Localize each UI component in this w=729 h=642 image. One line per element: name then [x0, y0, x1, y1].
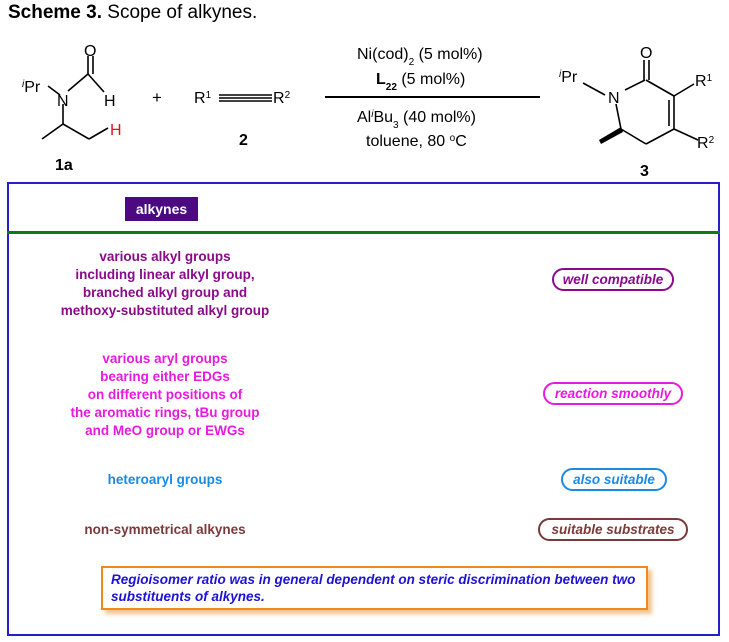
scope-row-heteroaryl: heteroaryl groups	[40, 471, 290, 489]
plus-sign: +	[152, 88, 162, 107]
scope-row-line: branched alkyl group and	[82, 285, 248, 300]
product-label: 3	[640, 163, 649, 180]
scheme-caption: Scope of alkynes.	[102, 2, 258, 23]
bond	[620, 128, 647, 145]
scope-row-line: bearing either EDGs	[100, 369, 230, 384]
scope-row-line: the aromatic rings, tBu group	[70, 405, 260, 420]
reactant2-label: 2	[239, 132, 248, 149]
condition-lewis-acid: AliBu3 (40 mol%)	[357, 109, 476, 131]
bond	[47, 85, 61, 96]
nitrogen-atom: N	[57, 93, 69, 110]
scope-table	[7, 182, 720, 636]
product-ipr-group: iPr	[559, 69, 578, 87]
scope-row-line: heteroaryl groups	[107, 472, 223, 487]
oxygen-atom: O	[84, 43, 96, 60]
bond	[615, 103, 622, 130]
scope-row-nonsymmetrical: non-symmetrical alkynes	[40, 521, 290, 539]
condition-catalyst: Ni(cod)2 (5 mol%)	[357, 46, 483, 68]
table-divider	[7, 231, 720, 234]
scope-row-line: including linear alkyl group,	[75, 267, 255, 282]
bond	[62, 123, 90, 140]
product-oxygen-atom: O	[640, 45, 652, 62]
highlighted-hydrogen: H	[110, 122, 122, 139]
wedge-bond	[599, 127, 623, 144]
condition-ligand: L22 (5 mol%)	[376, 71, 465, 93]
scheme-number: Scheme 3.	[8, 2, 102, 23]
bond	[582, 82, 606, 96]
alkynes-header-badge: alkynes	[125, 197, 198, 221]
bond	[67, 73, 89, 92]
scope-row-line: various alkyl groups	[99, 249, 231, 264]
r1-group: R1	[194, 90, 212, 108]
product-r1-group: R1	[695, 73, 713, 91]
bond	[673, 128, 699, 141]
scope-row-line: various aryl groups	[102, 351, 228, 366]
result-also-suitable: also suitable	[561, 468, 667, 491]
result-reaction-smoothly: reaction smoothly	[543, 382, 683, 405]
r2-group: R2	[273, 90, 291, 108]
scope-row-line: and MeO group or EWGs	[85, 423, 245, 438]
product-nitrogen-atom: N	[608, 90, 620, 107]
bond	[645, 128, 675, 145]
bond	[88, 127, 109, 140]
result-suitable-substrates: suitable substrates	[538, 518, 688, 541]
scope-row-line: on different positions of	[87, 387, 243, 402]
formyl-hydrogen: H	[104, 93, 116, 110]
bond	[41, 123, 64, 140]
scope-row-line: methoxy-substituted alkyl group	[60, 303, 270, 318]
regioisomer-note: Regioisomer ratio was in general depende…	[101, 566, 648, 610]
condition-solvent: toluene, 80 oC	[366, 133, 467, 151]
scheme-title: Scheme 3. Scope of alkynes.	[8, 2, 257, 24]
bond	[673, 83, 695, 97]
bond	[87, 73, 105, 93]
reactant1-label: 1a	[55, 157, 73, 174]
product-r2-group: R2	[697, 135, 715, 153]
reaction-scheme: iPr N O H H 1a + R1 R2 2 Ni(cod)2 (5 mol…	[22, 43, 715, 180]
scope-row-aryl: various aryl groups bearing either EDGs …	[40, 350, 290, 440]
scope-row-alkyl: various alkyl groups including linear al…	[40, 248, 290, 320]
result-well-compatible: well compatible	[552, 268, 674, 291]
bond	[645, 79, 675, 97]
ipr-group: iPr	[22, 79, 41, 97]
bond	[624, 79, 646, 91]
scope-row-line: non-symmetrical alkynes	[84, 522, 246, 537]
